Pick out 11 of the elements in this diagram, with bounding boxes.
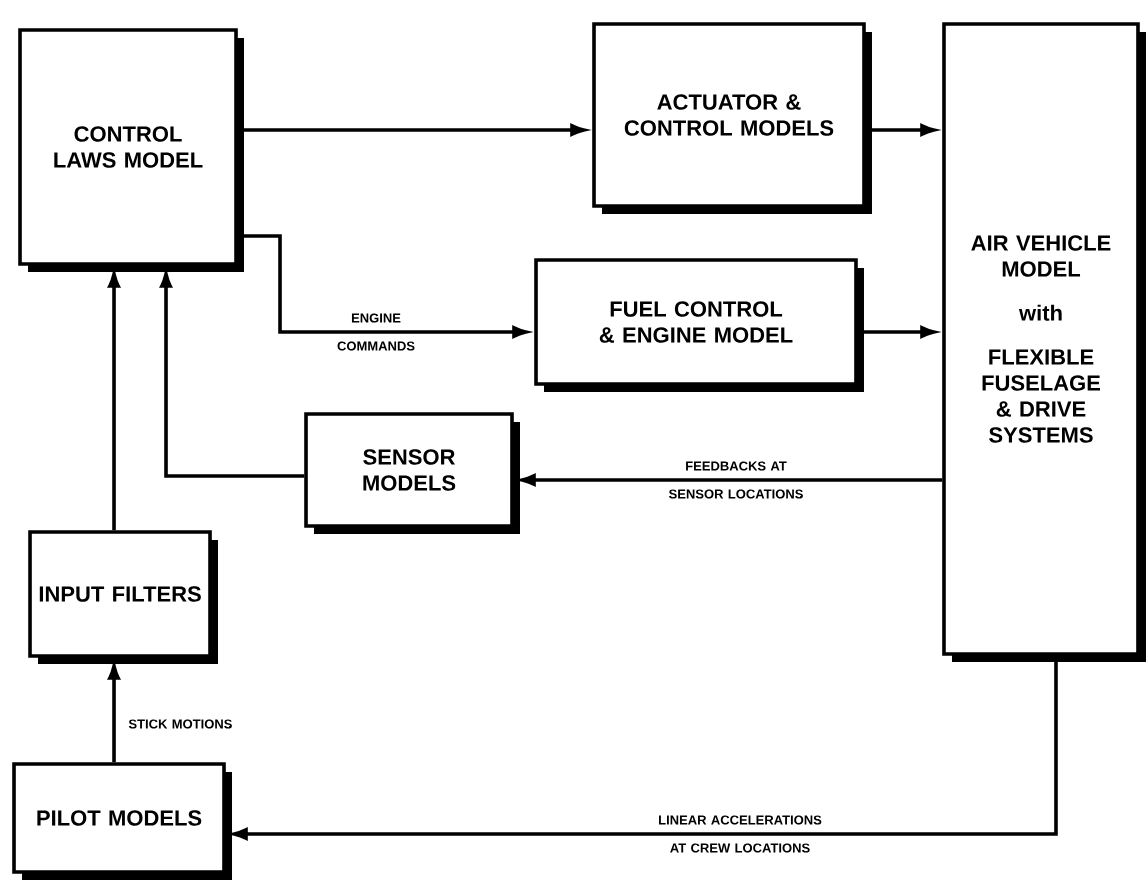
process-box: CONTROL LAWS MODEL [18, 28, 244, 272]
arrow [108, 664, 120, 763]
process-box: ACTUATOR & CONTROL MODELS [592, 22, 872, 214]
process-box: INPUT FILTERS [28, 530, 218, 664]
process-box: AIR VEHICLE MODEL with FLEXIBLE FUSELAGE & DRIVE SYSTEMS [942, 22, 1146, 662]
arrow [108, 272, 120, 531]
process-box: SENSOR MODELS [304, 412, 520, 534]
process-box: PILOT MODELS [12, 762, 232, 880]
arrow [160, 272, 305, 478]
process-box: FUEL CONTROL & ENGINE MODEL [534, 258, 864, 392]
arrow [520, 474, 943, 486]
